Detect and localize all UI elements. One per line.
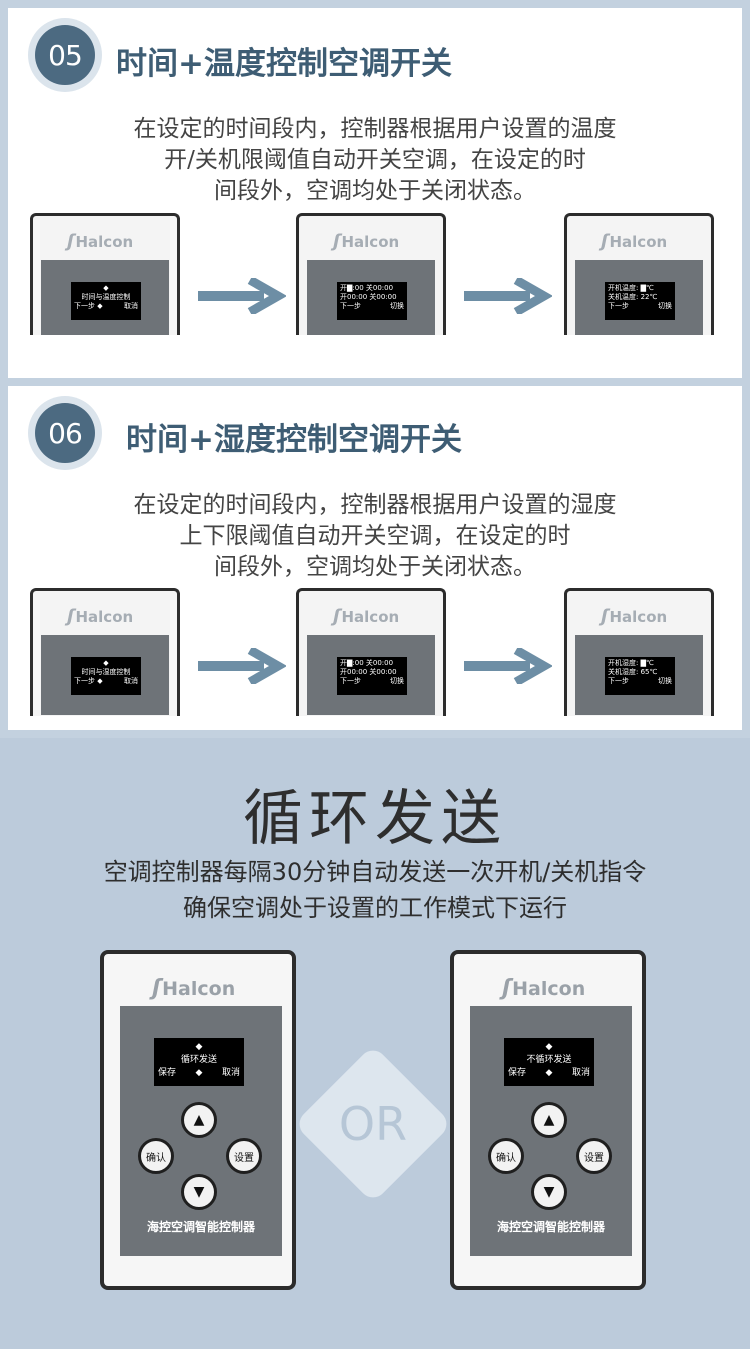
- device-screen: ◆ 不循环发送 保存◆取消: [504, 1038, 594, 1086]
- logo-mark-icon: ʃ: [333, 231, 341, 252]
- device-panel: ◆ 循环发送 保存◆取消 ▲ 确认 设置 ▼ 海控空调智能控制器: [120, 1006, 282, 1256]
- device-screen: 开机湿度: ▇℃ 关机湿度: 65℃ 下一步切换: [605, 657, 675, 695]
- device-screen: 开▇:00 关00:00 开00:00 关00:00 下一步切换: [337, 657, 407, 695]
- halcon-logo: ʃHalcon: [333, 231, 400, 252]
- section-title: 时间+湿度控制空调开关: [126, 422, 462, 458]
- controller-device-large: ʃHalcon ◆ 循环发送 保存◆取消 ▲ 确认 设置 ▼ 海控空调智能控制器: [100, 950, 296, 1290]
- device-panel: ◆ 时间与湿度控制 下一步 ◆取消: [41, 635, 169, 715]
- up-button[interactable]: ▲: [181, 1102, 217, 1138]
- controller-device: ʃHalcon ◆ 时间与湿度控制 下一步 ◆取消: [30, 588, 180, 716]
- device-screen: ◆ 循环发送 保存◆取消: [154, 1038, 244, 1086]
- arrow-right-icon: [198, 278, 286, 314]
- cycle-title: 循环发送: [243, 784, 507, 854]
- step-badge: 06: [28, 396, 102, 470]
- cycle-desc-line-1: 空调控制器每隔30分钟自动发送一次开机/关机指令: [103, 858, 647, 886]
- device-panel: ◆ 时间与温度控制 下一步 ◆取消: [41, 260, 169, 335]
- triangle-down-icon: ▼: [543, 1184, 555, 1200]
- controller-device-large: ʃHalcon ◆ 不循环发送 保存◆取消 ▲ 确认 设置 ▼ 海控空调智能控制…: [450, 950, 646, 1290]
- device-panel: 开机温度: ▇℃ 关机温度: 22℃ 下一步切换: [575, 260, 703, 335]
- logo-mark-icon: ʃ: [67, 231, 75, 252]
- device-brand-label: 海控空调智能控制器: [146, 1220, 255, 1234]
- step-number: 06: [35, 403, 95, 463]
- section-desc-line-2: 上下限阈值自动开关空调，在设定的时: [179, 523, 571, 549]
- triangle-up-icon: ▲: [193, 1112, 205, 1128]
- section-desc-line-3: 间段外，空调均处于关闭状态。: [214, 554, 536, 580]
- step-number: 05: [35, 25, 95, 85]
- controller-device: ʃHalcon 开机湿度: ▇℃ 关机湿度: 65℃ 下一步切换: [564, 588, 714, 716]
- device-panel: ◆ 不循环发送 保存◆取消 ▲ 确认 设置 ▼ 海控空调智能控制器: [470, 1006, 632, 1256]
- arrow-right-icon: [198, 648, 286, 684]
- section-desc-line-1: 在设定的时间段内，控制器根据用户设置的湿度: [133, 492, 617, 518]
- section-desc-line-2: 开/关机限阈值自动开关空调，在设定的时: [164, 147, 586, 173]
- halcon-logo: ʃHalcon: [601, 231, 668, 252]
- logo-mark-icon: ʃ: [333, 606, 341, 627]
- halcon-logo: ʃHalcon: [601, 606, 668, 627]
- controller-device: ʃHalcon 开机温度: ▇℃ 关机温度: 22℃ 下一步切换: [564, 213, 714, 335]
- confirm-button[interactable]: 确认: [138, 1138, 174, 1174]
- halcon-logo: ʃHalcon: [67, 606, 134, 627]
- logo-mark-icon: ʃ: [67, 606, 75, 627]
- arrow-right-icon: [464, 648, 552, 684]
- confirm-button[interactable]: 确认: [488, 1138, 524, 1174]
- settings-button[interactable]: 设置: [576, 1138, 612, 1174]
- step-badge: 05: [28, 18, 102, 92]
- halcon-logo: ʃHalcon: [502, 976, 586, 1001]
- device-panel: 开机湿度: ▇℃ 关机湿度: 65℃ 下一步切换: [575, 635, 703, 715]
- device-screen: ◆ 时间与温度控制 下一步 ◆取消: [71, 282, 141, 320]
- section-desc-line-3: 间段外，空调均处于关闭状态。: [214, 178, 536, 204]
- controller-device: ʃHalcon ◆ 时间与温度控制 下一步 ◆取消: [30, 213, 180, 335]
- or-label: OR: [338, 1097, 408, 1151]
- logo-mark-icon: ʃ: [601, 231, 609, 252]
- device-panel: 开▇:00 关00:00 开00:00 关00:00 下一步切换: [307, 260, 435, 335]
- halcon-logo: ʃHalcon: [152, 976, 236, 1001]
- logo-mark-icon: ʃ: [502, 976, 512, 1001]
- feature-section-05: 05 时间+温度控制空调开关 在设定的时间段内，控制器根据用户设置的温度 开/关…: [0, 0, 750, 378]
- down-button[interactable]: ▼: [531, 1174, 567, 1210]
- down-button[interactable]: ▼: [181, 1174, 217, 1210]
- device-screen: 开机温度: ▇℃ 关机温度: 22℃ 下一步切换: [605, 282, 675, 320]
- device-screen: 开▇:00 关00:00 开00:00 关00:00 下一步切换: [337, 282, 407, 320]
- triangle-down-icon: ▼: [193, 1184, 205, 1200]
- feature-section-06: 06 时间+湿度控制空调开关 在设定的时间段内，控制器根据用户设置的湿度 上下限…: [0, 378, 750, 738]
- halcon-logo: ʃHalcon: [67, 231, 134, 252]
- halcon-logo: ʃHalcon: [333, 606, 400, 627]
- controller-device: ʃHalcon 开▇:00 关00:00 开00:00 关00:00 下一步切换: [296, 588, 446, 716]
- device-panel: 开▇:00 关00:00 开00:00 关00:00 下一步切换: [307, 635, 435, 715]
- triangle-up-icon: ▲: [543, 1112, 555, 1128]
- device-brand-label: 海控空调智能控制器: [496, 1220, 605, 1234]
- logo-mark-icon: ʃ: [601, 606, 609, 627]
- device-screen: ◆ 时间与湿度控制 下一步 ◆取消: [71, 657, 141, 695]
- controller-device: ʃHalcon 开▇:00 关00:00 开00:00 关00:00 下一步切换: [296, 213, 446, 335]
- section-desc-line-1: 在设定的时间段内，控制器根据用户设置的温度: [133, 116, 617, 142]
- arrow-right-icon: [464, 278, 552, 314]
- cycle-desc-line-2: 确保空调处于设置的工作模式下运行: [183, 894, 567, 922]
- section-title: 时间+温度控制空调开关: [116, 46, 452, 82]
- up-button[interactable]: ▲: [531, 1102, 567, 1138]
- logo-mark-icon: ʃ: [152, 976, 162, 1001]
- settings-button[interactable]: 设置: [226, 1138, 262, 1174]
